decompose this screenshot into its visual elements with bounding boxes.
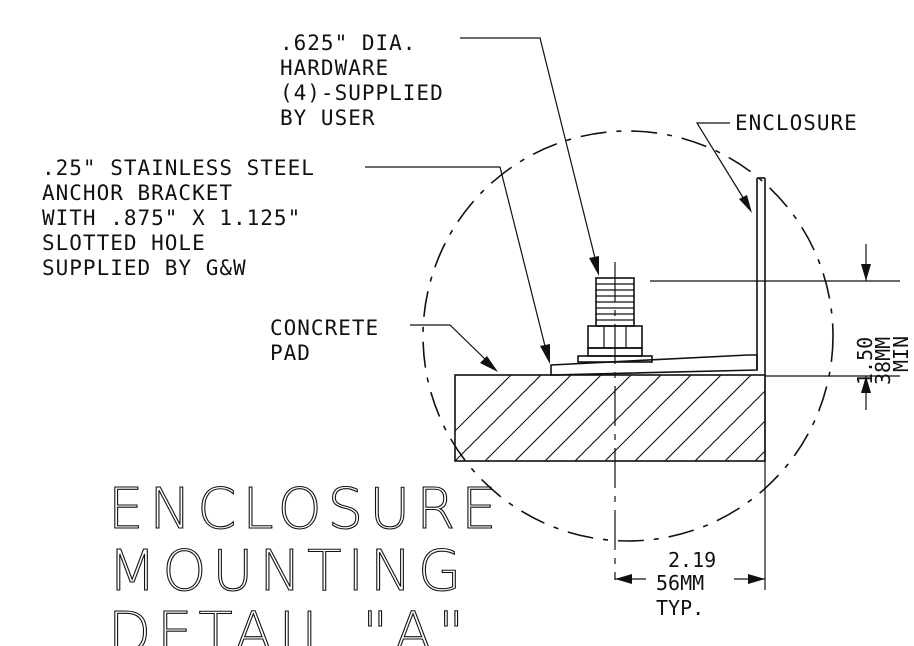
enclosure-label: ENCLOSURE	[735, 111, 858, 135]
width-dim-typ: TYP.	[656, 596, 704, 620]
hardware-label-line4: BY USER	[280, 106, 376, 130]
width-dim-mm: 56MM	[656, 571, 704, 595]
bracket-label-line4: SLOTTED HOLE	[42, 231, 206, 255]
enclosure-callout: ENCLOSURE	[695, 111, 858, 213]
height-dim-min: MIN	[889, 336, 913, 372]
title-line3: DETAIL "A"	[108, 601, 470, 646]
bracket-label-line2: ANCHOR BRACKET	[42, 181, 233, 205]
hardware-label-line3: (4)-SUPPLIED	[280, 81, 444, 105]
title-line1: ENCLOSURE	[108, 477, 502, 542]
concrete-hatch	[455, 375, 765, 461]
height-dim-mm: 38MM	[871, 337, 895, 385]
height-dimension: 1.50 38MM MIN	[650, 244, 913, 410]
hardware-label-line1: .625" DIA.	[280, 31, 416, 55]
drawing-title: ENCLOSURE MOUNTING DETAIL "A"	[107, 476, 502, 646]
anchor-bracket	[550, 354, 758, 376]
bracket-label-line1: .25" STAINLESS STEEL	[42, 156, 315, 180]
bracket-callout: .25" STAINLESS STEEL ANCHOR BRACKET WITH…	[42, 156, 550, 364]
concrete-callout: CONCRETE PAD	[270, 316, 498, 372]
width-dim-inch: 2.19	[668, 548, 716, 572]
concrete-label-line1: CONCRETE	[270, 316, 379, 340]
width-dimension: 2.19 56MM TYP.	[615, 376, 766, 620]
bracket-label-line5: SUPPLIED BY G&W	[42, 256, 247, 280]
concrete-pad	[454, 374, 766, 462]
hardware-callout: .625" DIA. HARDWARE (4)-SUPPLIED BY USER	[280, 31, 599, 276]
height-dim-inch: 1.50	[853, 337, 877, 385]
detail-circle	[422, 130, 834, 542]
hardware-label-line2: HARDWARE	[280, 56, 389, 80]
concrete-label-line2: PAD	[270, 341, 311, 365]
title-line2: MOUNTING	[108, 539, 467, 604]
bracket-label-line3: WITH .875" X 1.125"	[42, 206, 301, 230]
enclosure-wall	[756, 177, 766, 375]
